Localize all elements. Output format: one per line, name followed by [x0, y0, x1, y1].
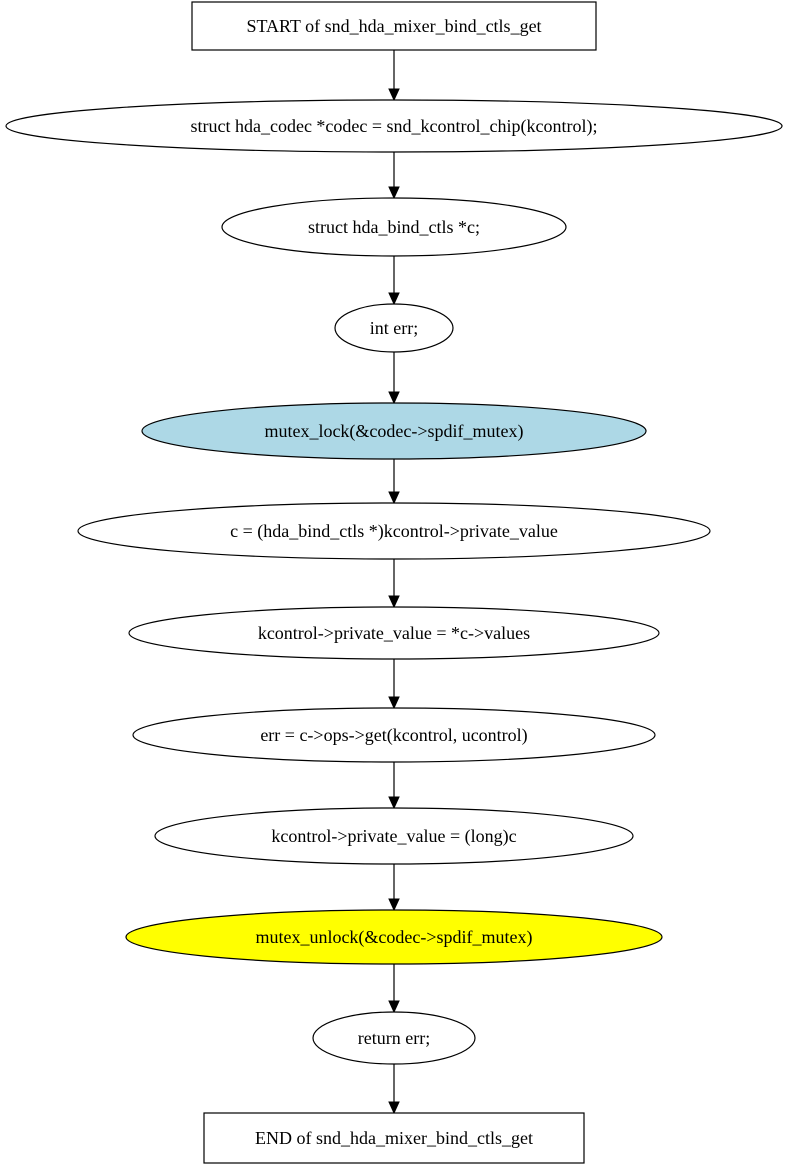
node-ellipse [154, 807, 634, 865]
node-box [191, 1, 597, 51]
edge-n2-to-n3 [388, 256, 400, 306]
arrowhead-icon [388, 391, 400, 405]
node-label: c = (hda_bind_ctls *)kcontrol->private_v… [230, 521, 558, 542]
arrowhead-icon [388, 186, 400, 200]
edge-n1-to-n2 [388, 152, 400, 200]
node-n3: int err; [334, 303, 454, 353]
node-n10: return err; [312, 1011, 476, 1065]
node-n9: mutex_unlock(&codec->spdif_mutex) [125, 909, 663, 965]
node-label: err = c->ops->get(kcontrol, ucontrol) [260, 725, 527, 746]
node-end: END of snd_hda_mixer_bind_ctls_get [203, 1112, 585, 1164]
node-label: mutex_unlock(&codec->spdif_mutex) [255, 927, 532, 948]
edge-n8-to-n9 [388, 864, 400, 912]
arrowhead-icon [388, 696, 400, 710]
edges [388, 50, 400, 1115]
node-ellipse [5, 99, 783, 153]
node-n1: struct hda_codec *codec = snd_kcontrol_c… [5, 99, 783, 153]
node-label: mutex_lock(&codec->spdif_mutex) [264, 421, 523, 442]
node-label: struct hda_bind_ctls *c; [308, 217, 480, 237]
node-label: START of snd_hda_mixer_bind_ctls_get [246, 16, 541, 36]
node-n5: c = (hda_bind_ctls *)kcontrol->private_v… [77, 502, 711, 560]
arrowhead-icon [388, 1101, 400, 1115]
node-start: START of snd_hda_mixer_bind_ctls_get [191, 1, 597, 51]
node-ellipse [77, 502, 711, 560]
nodes: START of snd_hda_mixer_bind_ctls_getstru… [5, 1, 783, 1164]
arrowhead-icon [388, 292, 400, 306]
node-label: struct hda_codec *codec = snd_kcontrol_c… [190, 116, 597, 137]
node-ellipse [125, 909, 663, 965]
edge-n9-to-n10 [388, 964, 400, 1014]
edge-n3-to-n4 [388, 352, 400, 405]
node-label: return err; [358, 1028, 430, 1048]
node-ellipse [128, 606, 660, 660]
node-label: int err; [370, 318, 418, 338]
edge-n7-to-n8 [388, 762, 400, 810]
node-ellipse [221, 197, 567, 257]
node-n8: kcontrol->private_value = (long)c [154, 807, 634, 865]
edge-n4-to-n5 [388, 459, 400, 505]
arrowhead-icon [388, 595, 400, 609]
node-n2: struct hda_bind_ctls *c; [221, 197, 567, 257]
edge-n5-to-n6 [388, 559, 400, 609]
arrowhead-icon [388, 491, 400, 505]
arrowhead-icon [388, 1000, 400, 1014]
node-n4: mutex_lock(&codec->spdif_mutex) [141, 402, 647, 460]
node-ellipse [312, 1011, 476, 1065]
node-n7: err = c->ops->get(kcontrol, ucontrol) [132, 707, 656, 763]
arrowhead-icon [388, 796, 400, 810]
node-ellipse [334, 303, 454, 353]
edge-start-to-n1 [388, 50, 400, 102]
node-box [203, 1112, 585, 1164]
node-label: kcontrol->private_value = (long)c [271, 826, 516, 847]
node-n6: kcontrol->private_value = *c->values [128, 606, 660, 660]
node-label: kcontrol->private_value = *c->values [258, 623, 530, 643]
arrowhead-icon [388, 898, 400, 912]
node-label: END of snd_hda_mixer_bind_ctls_get [255, 1128, 533, 1148]
arrowhead-icon [388, 88, 400, 102]
node-ellipse [132, 707, 656, 763]
edge-n10-to-end [388, 1064, 400, 1115]
edge-n6-to-n7 [388, 659, 400, 710]
node-ellipse [141, 402, 647, 460]
